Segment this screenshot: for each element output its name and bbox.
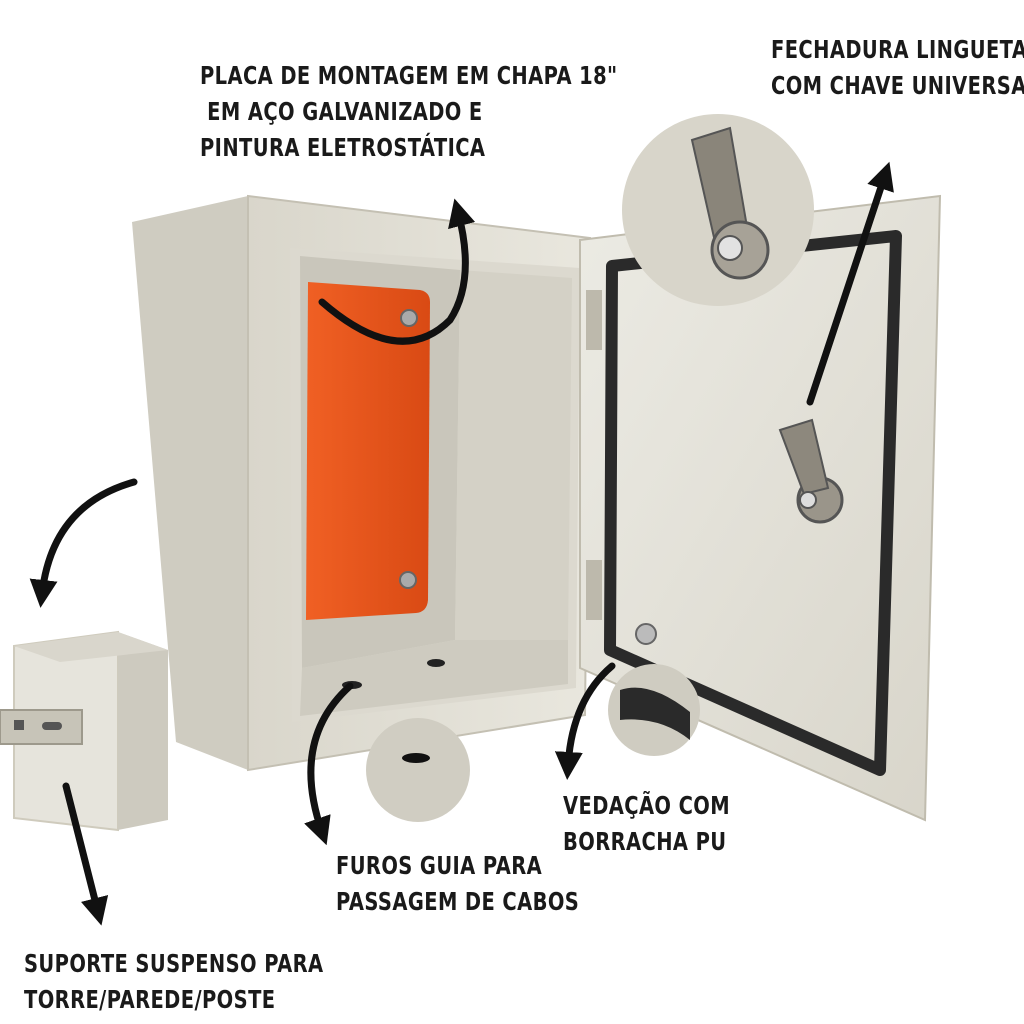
callout-line: SUPORTE SUSPENSO PARA — [24, 949, 324, 978]
screw-icon — [400, 309, 418, 327]
screw-icon — [635, 623, 657, 645]
callout-line: PASSAGEM DE CABOS — [336, 887, 580, 916]
hanging-bracket — [0, 709, 83, 745]
arrow-seal — [554, 662, 616, 780]
hole-zoom-circle — [366, 718, 470, 822]
arrow-lock — [806, 161, 894, 406]
callout-seal: VEDAÇÃO COM BORRACHA PU — [563, 788, 730, 860]
arrow-mounting-plate — [318, 198, 476, 345]
bracket-enclosure — [0, 630, 168, 832]
hinge — [586, 560, 602, 620]
lock-zoom-circle — [622, 114, 814, 306]
arrow-holes — [304, 682, 354, 846]
callout-line: PLACA DE MONTAGEM EM CHAPA 18" — [200, 61, 618, 90]
hinge — [586, 290, 602, 350]
callout-line: FECHADURA LINGUETA — [771, 35, 1024, 64]
callout-line: TORRE/PAREDE/POSTE — [24, 985, 276, 1014]
callout-line: FUROS GUIA PARA — [336, 851, 543, 880]
arrow-bracket — [62, 782, 109, 926]
gasket-zoom-circle — [608, 664, 700, 756]
lock-icon — [778, 418, 844, 524]
callout-line: BORRACHA PU — [563, 827, 727, 856]
callout-line: PINTURA ELETROSTÁTICA — [200, 133, 486, 162]
callout-lock: FECHADURA LINGUETA COM CHAVE UNIVERSAL — [771, 32, 1024, 104]
callout-holes: FUROS GUIA PARA PASSAGEM DE CABOS — [336, 848, 579, 920]
callout-mounting-plate: PLACA DE MONTAGEM EM CHAPA 18" EM AÇO GA… — [200, 58, 618, 166]
callout-arrows — [29, 161, 894, 926]
screw-icon — [399, 571, 417, 589]
callout-bracket: SUPORTE SUSPENSO PARA TORRE/PAREDE/POSTE — [24, 946, 323, 1018]
callout-line: EM AÇO GALVANIZADO E — [200, 97, 483, 126]
arrow-bracket-enclosure — [29, 478, 138, 608]
callout-line: VEDAÇÃO COM — [563, 791, 731, 820]
mounting-plate — [306, 282, 430, 620]
callout-line: COM CHAVE UNIVERSAL — [771, 71, 1024, 100]
